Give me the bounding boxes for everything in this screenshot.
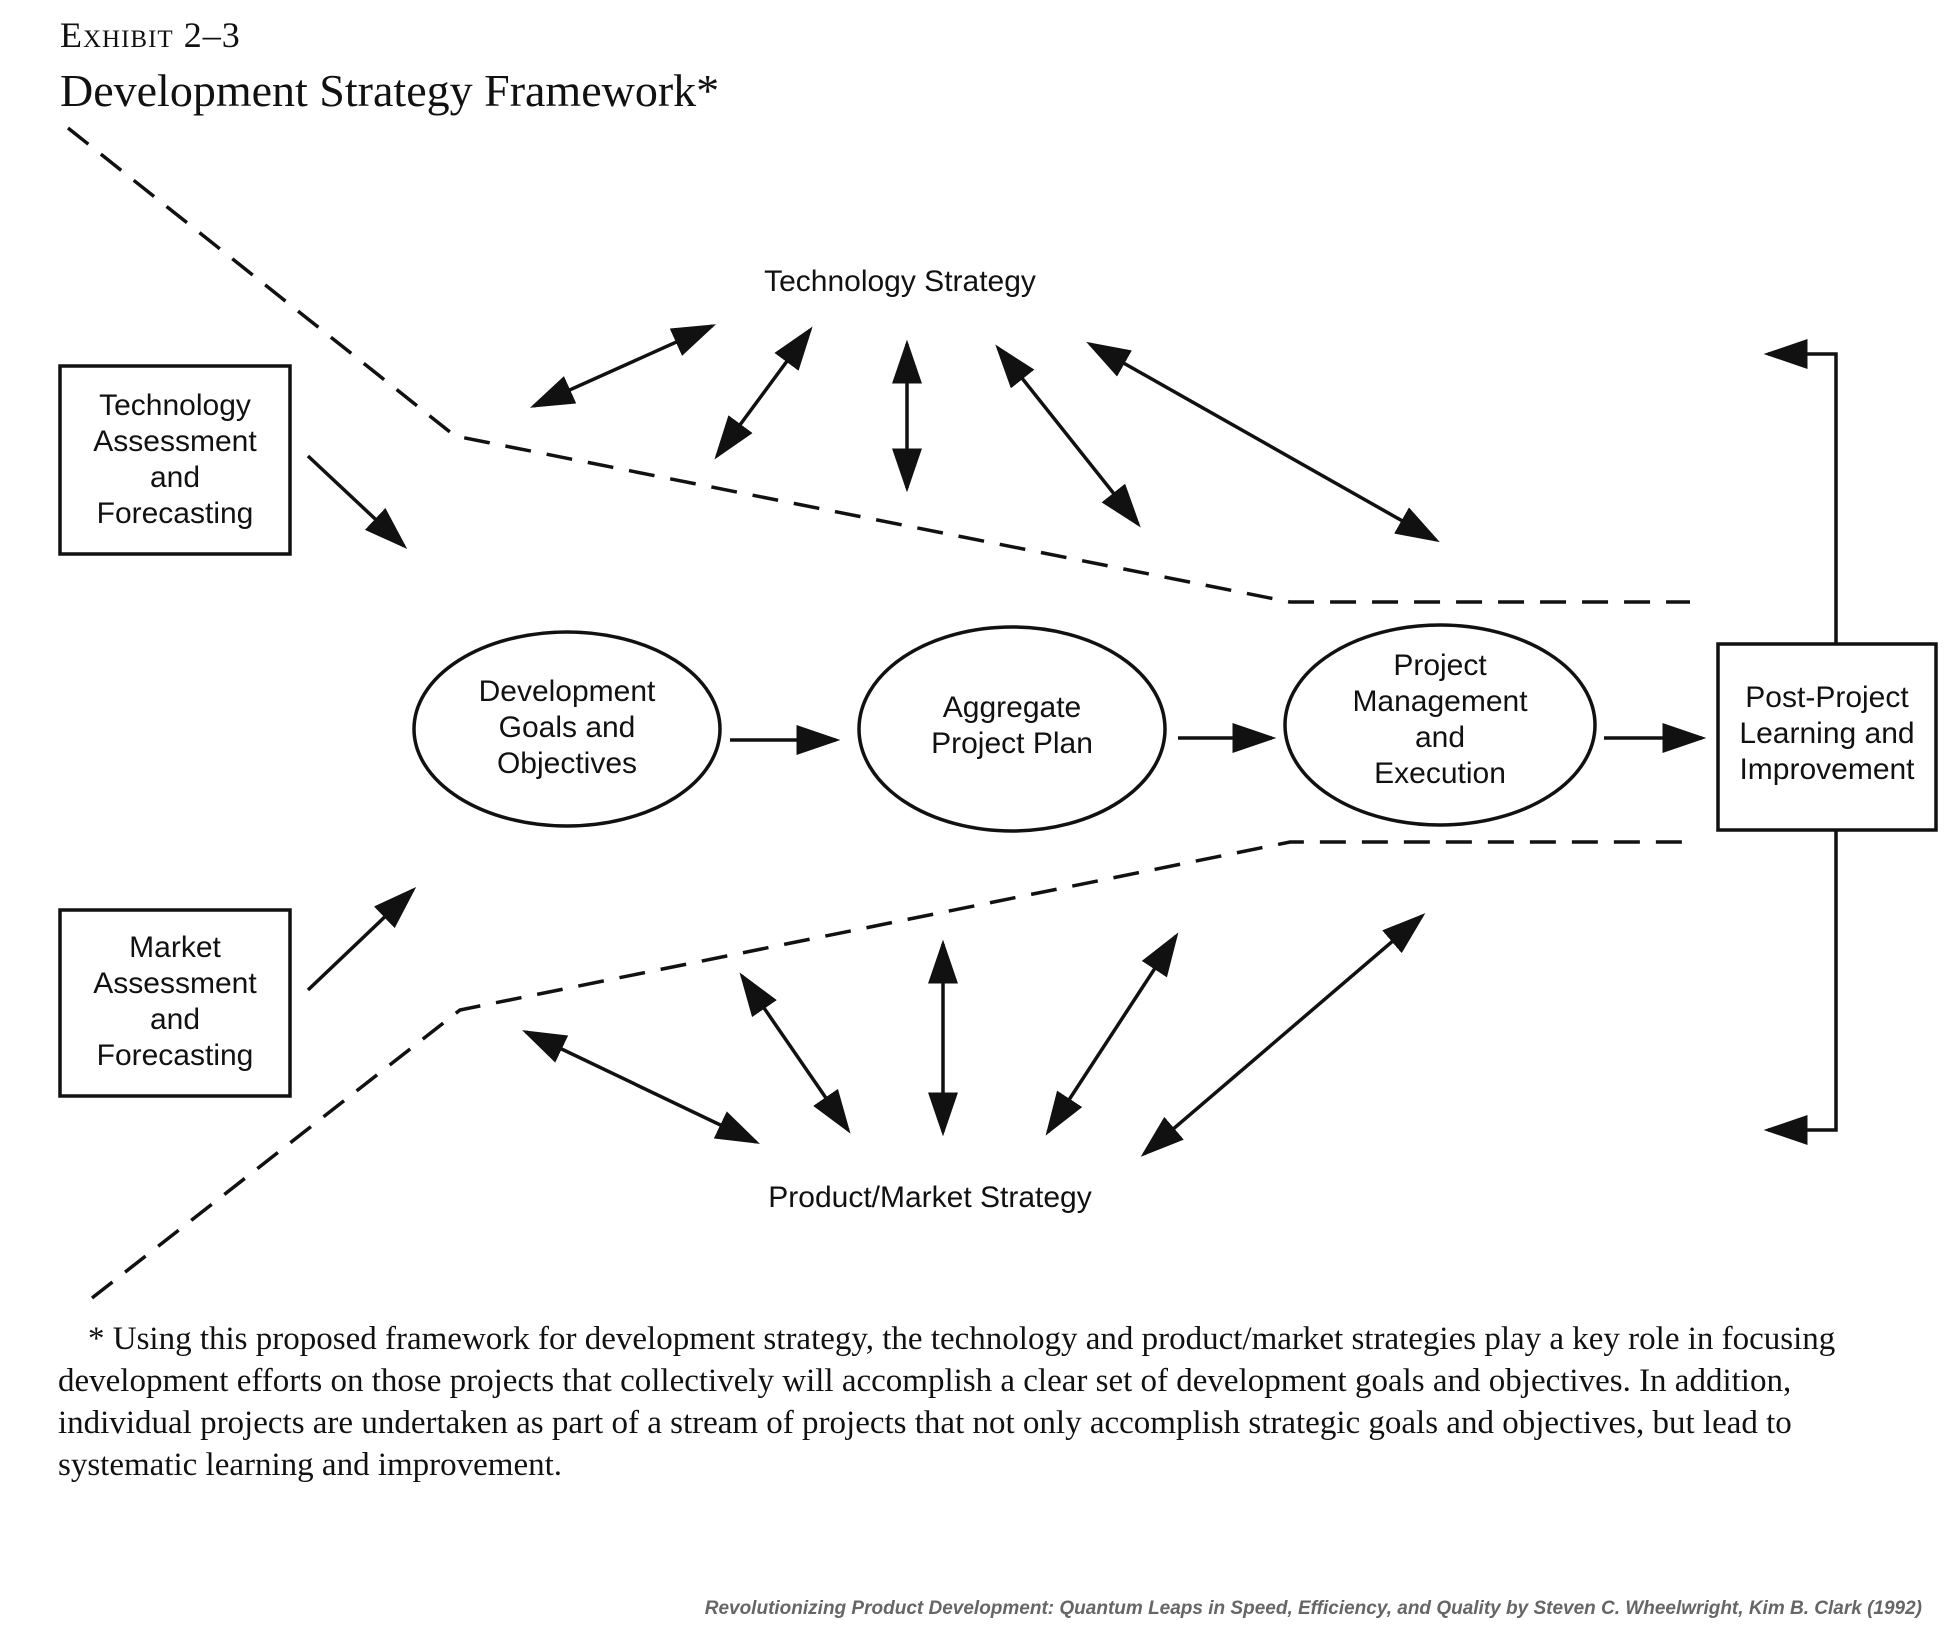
funnel-bottom-dashed-line xyxy=(90,840,1690,1300)
aggregate-plan-line: Project Plan xyxy=(931,727,1093,760)
market-strategy-arrow-4 xyxy=(1045,932,1179,1136)
aggregate-plan-line: Aggregate xyxy=(942,691,1082,724)
development-goals-line: Development xyxy=(478,675,656,708)
exhibit-number: 2–3 xyxy=(183,15,241,55)
development-goals-label: Development Goals and Objectives xyxy=(437,674,697,782)
project-management-line: and xyxy=(1414,721,1466,754)
project-management-line: Project xyxy=(1393,649,1487,682)
aggregate-plan-label: Aggregate Project Plan xyxy=(882,690,1142,762)
market-assessment-line: Assessment xyxy=(93,967,257,1000)
feedback-bottom-bracket xyxy=(1763,830,1838,1145)
technology-assessment-box-label: Technology Assessment and Forecasting xyxy=(62,388,288,532)
market-assessment-box xyxy=(58,908,292,1098)
technology-strategy-label: Technology Strategy xyxy=(764,265,1036,298)
figure-title: Development Strategy Framework* xyxy=(60,65,720,116)
market-assessment-line: Forecasting xyxy=(96,1039,254,1072)
project-management-line: Management xyxy=(1352,685,1528,718)
market-assessment-line: Market xyxy=(129,931,221,964)
exhibit-label: Exhibit 2–3 xyxy=(60,14,241,56)
development-goals-oval xyxy=(412,630,722,828)
technology-assessment-box xyxy=(58,364,292,556)
technology-assessment-line: and xyxy=(149,461,201,494)
project-management-oval xyxy=(1283,623,1597,827)
market-strategy-arrow-2 xyxy=(739,972,851,1134)
market-strategy-arrow-5 xyxy=(1140,913,1426,1157)
post-project-line: Learning and xyxy=(1739,717,1915,750)
product-market-strategy-label: Product/Market Strategy xyxy=(768,1181,1092,1214)
tech-strategy-arrow-2 xyxy=(714,326,813,460)
project-management-label: Project Management and Execution xyxy=(1310,648,1570,792)
post-project-line: Improvement xyxy=(1739,753,1915,786)
arrow-tech-assessment-to-funnel xyxy=(306,454,408,550)
feedback-top-bracket xyxy=(1763,339,1838,644)
market-strategy-arrow-1 xyxy=(522,1030,760,1144)
arrow-market-assessment-to-funnel xyxy=(306,886,417,992)
technology-assessment-line: Forecasting xyxy=(96,497,254,530)
footnote: * Using this proposed framework for deve… xyxy=(58,1321,1836,1483)
funnel-top-dashed-line xyxy=(66,126,1690,604)
market-assessment-line: and xyxy=(149,1003,201,1036)
tech-strategy-arrow-5 xyxy=(1086,341,1440,543)
exhibit-word: Exhibit xyxy=(60,15,174,55)
project-management-line: Execution xyxy=(1374,757,1506,790)
development-goals-line: Objectives xyxy=(496,747,638,780)
tech-strategy-arrow-1 xyxy=(529,324,717,408)
source-citation: Revolutionizing Product Development: Qua… xyxy=(704,1598,1922,1619)
technology-assessment-line: Technology xyxy=(99,389,251,422)
tech-strategy-arrow-4 xyxy=(995,344,1141,528)
post-project-line: Post-Project xyxy=(1745,681,1909,714)
aggregate-plan-oval xyxy=(857,625,1167,833)
development-goals-line: Goals and xyxy=(498,711,636,744)
market-assessment-box-label: Market Assessment and Forecasting xyxy=(62,930,288,1074)
post-project-box-label: Post-Project Learning and Improvement xyxy=(1720,680,1934,788)
technology-assessment-line: Assessment xyxy=(93,425,257,458)
post-project-box xyxy=(1716,642,1938,832)
